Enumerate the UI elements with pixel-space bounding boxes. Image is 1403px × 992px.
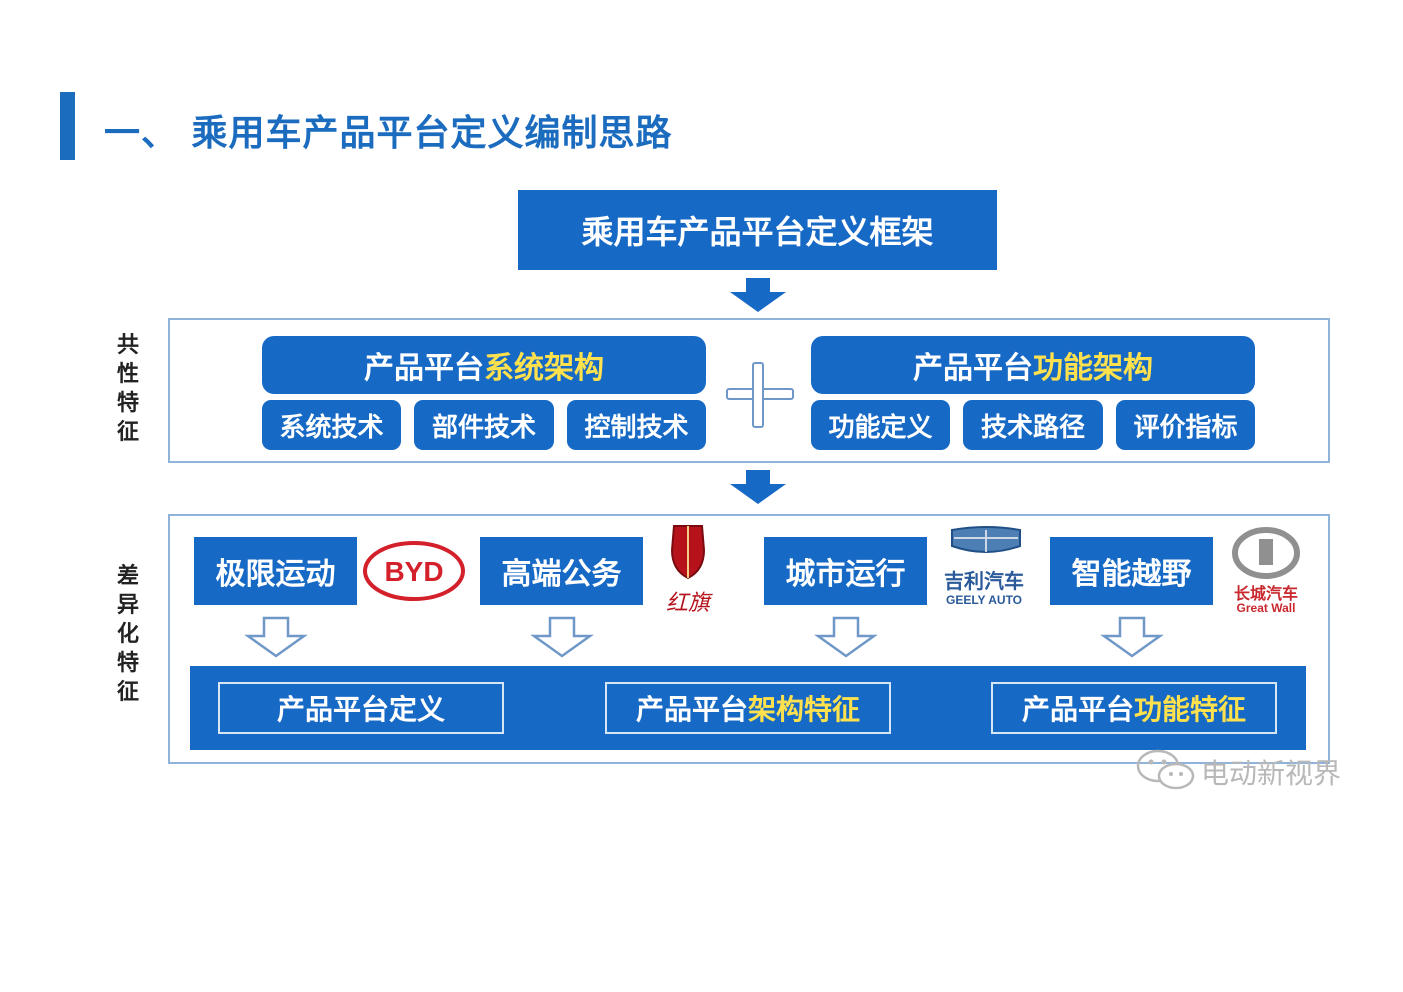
geely-logo-text: 吉利汽车 <box>944 569 1024 593</box>
greatwall-logo: 长城汽车 Great Wall <box>1232 527 1300 615</box>
title-accent-bar <box>60 92 75 160</box>
control-tech-box: 控制技术 <box>567 400 706 450</box>
plus-icon-vertical <box>752 362 764 428</box>
results-band <box>190 666 1306 750</box>
scenario-smart-offroad: 智能越野 <box>1050 537 1213 605</box>
hollow-down-arrow-icon <box>530 616 594 658</box>
system-tech-box: 系统技术 <box>262 400 401 450</box>
hongqi-logo: 红旗 <box>666 525 713 616</box>
common-features-label: 共性特征 <box>116 333 139 445</box>
scenario-premium-business: 高端公务 <box>480 537 643 605</box>
evaluation-index-box: 评价指标 <box>1116 400 1255 450</box>
tech-path-box: 技术路径 <box>963 400 1103 450</box>
byd-logo-text: BYD <box>384 556 443 587</box>
scenario-city-operation: 城市运行 <box>764 537 927 605</box>
hollow-down-arrow-icon <box>244 616 308 658</box>
result-platform-definition: 产品平台定义 <box>218 682 504 734</box>
watermark-text: 电动新视界 <box>1201 757 1342 790</box>
byd-logo: BYD <box>363 541 465 601</box>
result-function-highlight: 功能特征 <box>1134 693 1247 726</box>
greatwall-logo-text: 长城汽车 <box>1234 584 1298 603</box>
component-tech-box: 部件技术 <box>414 400 554 450</box>
function-architecture-highlight: 功能架构 <box>1033 351 1153 386</box>
down-arrow-icon <box>730 278 786 312</box>
result-function-features: 产品平台功能特征 <box>991 682 1277 734</box>
function-architecture-box: 产品平台功能架构 <box>811 336 1255 394</box>
function-architecture-prefix: 产品平台 <box>913 351 1033 386</box>
system-architecture-box: 产品平台系统架构 <box>262 336 706 394</box>
system-architecture-prefix: 产品平台 <box>364 351 484 386</box>
framework-box: 乘用车产品平台定义框架 <box>518 190 997 270</box>
hollow-down-arrow-icon <box>1100 616 1164 658</box>
result-architecture-features: 产品平台架构特征 <box>605 682 891 734</box>
result-platform-definition-text: 产品平台定义 <box>276 693 445 726</box>
geely-logo-subtext: GEELY AUTO <box>946 593 1022 607</box>
result-architecture-prefix: 产品平台 <box>635 693 748 726</box>
result-architecture-highlight: 架构特征 <box>748 693 861 726</box>
diff-features-label: 差异化特征 <box>116 564 139 705</box>
down-arrow-icon <box>730 470 786 504</box>
hongqi-logo-text: 红旗 <box>666 591 713 616</box>
system-architecture-highlight: 系统架构 <box>484 351 604 386</box>
hollow-down-arrow-icon <box>814 616 878 658</box>
wechat-icon <box>1136 749 1195 790</box>
result-function-prefix: 产品平台 <box>1021 693 1134 726</box>
page-title: 一、 乘用车产品平台定义编制思路 <box>104 113 673 154</box>
geely-logo: 吉利汽车 GEELY AUTO <box>944 526 1024 607</box>
scenario-extreme-sport: 极限运动 <box>194 537 357 605</box>
greatwall-logo-subtext: Great Wall <box>1237 601 1296 615</box>
function-definition-box: 功能定义 <box>811 400 950 450</box>
